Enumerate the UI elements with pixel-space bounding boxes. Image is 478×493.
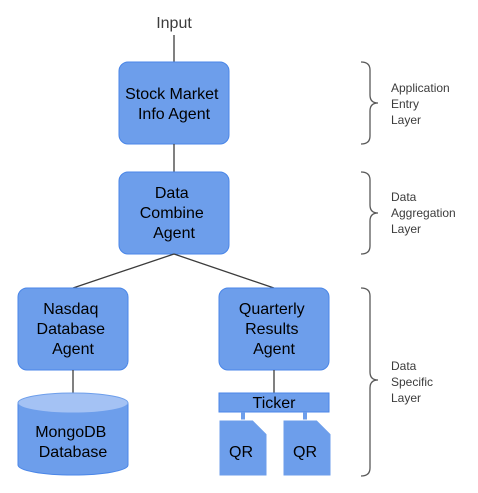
stock-market-info-agent-node[interactable]: Stock Market Info Agent [118,61,230,145]
nasdaq-line-3: Agent [52,341,94,358]
quarterly-line-3: Agent [253,341,295,358]
data-combine-line-3: Agent [153,225,195,242]
svg-text:Stock Market Info Agent: Stock Market Info Agent [125,86,223,123]
data-combine-line-1: Data [155,185,189,202]
combine-to-nasdaq-connector [72,253,175,289]
entry-layer-brace [360,61,379,145]
combine-to-quarterly-connector [173,253,275,289]
quarterly-line-2: Results [245,321,298,338]
qr-right-label: QR [293,444,317,461]
nasdaq-line-2: Database [37,321,106,338]
ticker-bar[interactable]: Ticker [218,392,330,413]
qr-document-left[interactable]: QR [218,419,268,477]
quarterly-line-1: Quarterly [239,301,305,318]
qr-document-right[interactable]: QR [282,419,332,477]
nasdaq-line-1: Nasdaq [43,301,98,318]
stock-market-line-1: Stock Market [125,86,219,103]
input-label: Input [156,15,192,32]
entry-layer-label: Application Entry Layer [391,81,453,127]
svg-text:Nasdaq Database Ag: Nasdaq Database Agent [37,301,110,358]
data-combine-line-2: Combine [140,205,204,222]
data-combine-agent-node[interactable]: Data Combine Agent [118,171,230,255]
mongodb-database-cylinder[interactable]: MongoDB Database [17,392,129,476]
stock-market-line-2: Info Agent [138,106,211,123]
mongodb-line-1: MongoDB [35,424,106,441]
qr-left-label: QR [229,444,253,461]
ticker-stem-left [241,412,245,424]
specific-layer-label: Data Specific Layer [391,359,436,405]
aggregation-layer-brace [360,171,379,255]
nasdaq-database-agent-node[interactable]: Nasdaq Database Agent [17,287,129,371]
specific-layer-brace [360,287,379,477]
svg-text:Quarterly Results: Quarterly Results Agent [239,301,309,358]
aggregation-layer-label: Data Aggregation Layer [391,190,459,236]
svg-text:Data Combine Agent: Data Combine Agent [140,185,208,242]
mongodb-line-2: Database [39,444,108,461]
ticker-stem-right [303,412,307,424]
quarterly-results-agent-node[interactable]: Quarterly Results Agent [218,287,330,371]
ticker-label: Ticker [253,395,297,412]
svg-text:MongoDB Database: MongoDB Database [35,424,111,461]
